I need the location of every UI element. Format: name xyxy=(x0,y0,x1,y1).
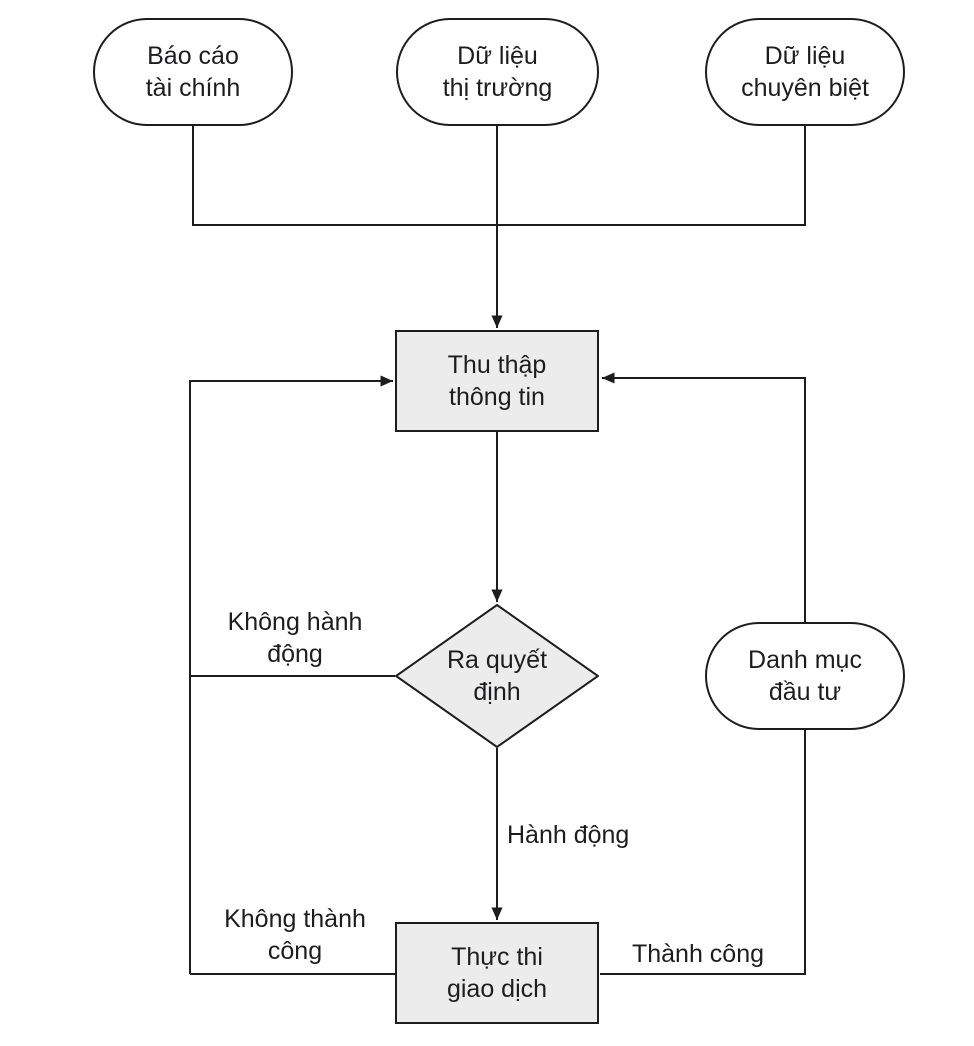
edge-label-success: Thành công xyxy=(631,940,765,968)
node-decision-label: Ra quyết định xyxy=(446,646,548,706)
edge-right-feedback xyxy=(600,378,806,975)
node-portfolio: Danh mục đầu tư xyxy=(705,622,905,730)
node-decision: Ra quyết định xyxy=(395,604,599,748)
edge-label-unsuccessful: Không thành công xyxy=(224,905,366,965)
node-specialized-data-label: Dữ liệu chuyên biệt xyxy=(741,42,869,102)
edge-sources-to-collect xyxy=(192,126,806,328)
edge-label-no-action: Không hành động xyxy=(227,608,363,668)
node-execute-trade-label: Thực thi giao dịch xyxy=(446,943,548,1003)
edge-left-feedback xyxy=(189,381,395,975)
node-specialized-data: Dữ liệu chuyên biệt xyxy=(705,18,905,126)
node-collect-info-label: Thu thập thông tin xyxy=(447,351,547,411)
node-execute-trade: Thực thi giao dịch xyxy=(395,922,599,1024)
node-portfolio-label: Danh mục đầu tư xyxy=(748,646,862,706)
node-market-data: Dữ liệu thị trường xyxy=(396,18,599,126)
decision-diamond-shape xyxy=(395,604,599,748)
edge-label-action: Hành động xyxy=(507,821,630,849)
node-collect-info: Thu thập thông tin xyxy=(395,330,599,432)
node-financial-reports-label: Báo cáo tài chính xyxy=(145,42,241,102)
node-market-data-label: Dữ liệu thị trường xyxy=(442,42,553,102)
node-financial-reports: Báo cáo tài chính xyxy=(93,18,293,126)
